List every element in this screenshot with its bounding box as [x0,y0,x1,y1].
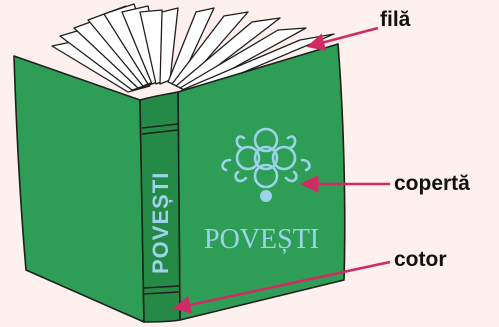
floral-ornament-icon [221,127,311,189]
spine-band-top [141,123,179,129]
spine-band-top-2 [141,129,179,135]
ornament-pendant [260,190,272,202]
spine-title: POVEȘTI [148,172,173,274]
spine-band-bottom [142,285,180,289]
arrow-icon [306,26,379,52]
label-cover: copertă [394,172,470,195]
cover-title: POVEȘTI [204,224,319,255]
front-cover [177,43,346,321]
pages-fan [51,3,335,95]
spine [139,91,181,323]
back-cover [13,55,145,323]
label-spine: cotor [394,248,447,271]
label-page: filă [380,8,411,31]
spine-band-bottom-2 [142,291,180,295]
arrow-icon [172,260,391,314]
